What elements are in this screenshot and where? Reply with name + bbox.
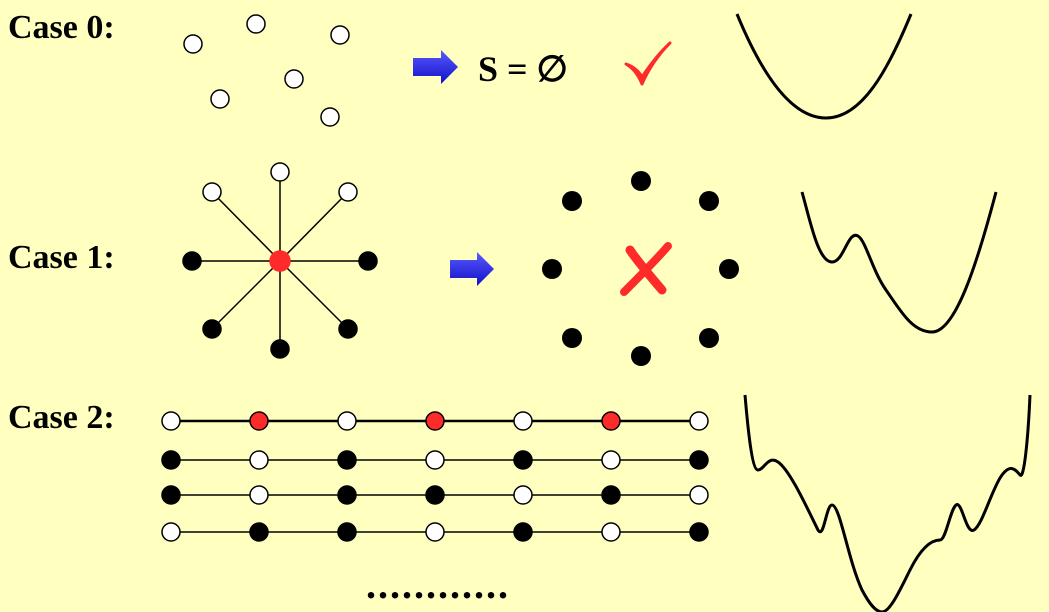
case2-lattice [161, 411, 709, 542]
continuation-dots: ............ [366, 562, 510, 607]
case2-label: Case 2: [8, 399, 115, 436]
lattice-node-empty [337, 411, 357, 431]
lattice-node-filled [689, 522, 709, 542]
lattice-node-empty [161, 411, 181, 431]
case1-star-edges [192, 172, 368, 349]
lattice-node-filled [249, 522, 269, 542]
lattice-node-empty [513, 411, 533, 431]
case1-node-empty [338, 182, 358, 202]
case1-node-filled [338, 319, 358, 339]
check-mark-icon [624, 41, 672, 86]
case0-arrow-icon [413, 50, 458, 84]
case1-result-node [631, 346, 651, 366]
lattice-node-filled [601, 485, 621, 505]
lattice-node-filled [513, 450, 533, 470]
lattice-node-empty [249, 450, 269, 470]
lattice-node-filled [337, 522, 357, 542]
lattice-node-filled [425, 485, 445, 505]
case0-node [320, 107, 340, 127]
case1-result-node [542, 259, 562, 279]
case1-node-empty [202, 182, 222, 202]
lattice-node-empty [161, 522, 181, 542]
case1-node-filled [202, 319, 222, 339]
lattice-node-red [249, 411, 269, 431]
lattice-node-empty [425, 450, 445, 470]
case1-row: Case 1: [8, 162, 998, 366]
case1-result-node [699, 191, 719, 211]
case0-node [183, 34, 203, 54]
lattice-node-red [425, 411, 445, 431]
case0-node [210, 89, 230, 109]
case1-result-nodes [542, 171, 739, 366]
case1-node-filled [182, 251, 202, 271]
lattice-node-filled [161, 450, 181, 470]
case0-result-text: S = ∅ [478, 49, 568, 89]
case1-arrow-icon [450, 252, 494, 286]
case1-result-node [719, 259, 739, 279]
case0-node [246, 14, 266, 34]
lattice-node-filled [337, 485, 357, 505]
case1-center-node-red [269, 250, 291, 272]
case1-node-filled [358, 251, 378, 271]
case0-row: Case 0: S = ∅ [8, 9, 913, 127]
case1-label: Case 1: [8, 239, 115, 276]
case1-node-empty [270, 162, 290, 182]
case1-result-node [631, 171, 651, 191]
star-edge [211, 191, 281, 262]
star-edge [211, 260, 281, 330]
lattice-node-empty [249, 485, 269, 505]
case1-result-node [699, 328, 719, 348]
lattice-node-red [601, 411, 621, 431]
case0-node [284, 69, 304, 89]
lattice-node-filled [689, 450, 709, 470]
lattice-node-empty [425, 522, 445, 542]
star-edge [279, 191, 349, 262]
case1-energy-curve [800, 191, 998, 334]
case1-star-nodes [182, 162, 378, 359]
case0-nodes [183, 14, 350, 127]
lattice-node-filled [513, 522, 533, 542]
lattice-node-filled [337, 450, 357, 470]
star-edge [279, 260, 349, 330]
case2-energy-curve [743, 394, 1032, 612]
lattice-node-filled [161, 485, 181, 505]
case2-row: Case 2: ............ [8, 394, 1032, 612]
case1-node-filled [270, 339, 290, 359]
lattice-node-empty [513, 485, 533, 505]
cross-mark-icon [620, 242, 672, 296]
lattice-node-empty [689, 411, 709, 431]
lattice-node-empty [689, 485, 709, 505]
case0-label: Case 0: [8, 9, 115, 46]
lattice-node-empty [601, 450, 621, 470]
case1-result-node [562, 328, 582, 348]
lattice-node-empty [601, 522, 621, 542]
case1-result-node [562, 191, 582, 211]
case0-energy-curve [735, 13, 913, 120]
case0-node [330, 25, 350, 45]
